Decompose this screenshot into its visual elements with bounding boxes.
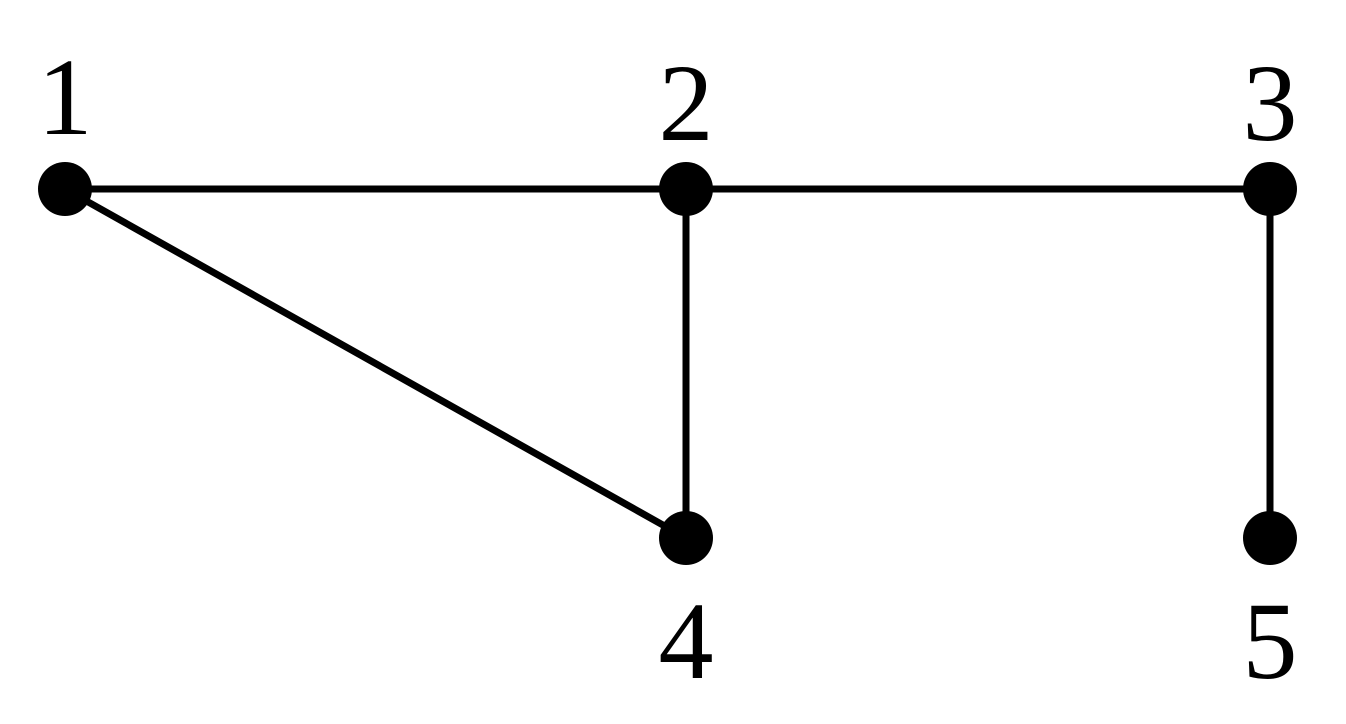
edge-1-4 — [61, 185, 690, 542]
labels-layer: 1 2 3 4 5 — [38, 36, 1298, 702]
node-label-2: 2 — [659, 42, 714, 164]
node-4 — [659, 511, 713, 565]
node-5 — [1243, 511, 1297, 565]
node-3 — [1243, 162, 1297, 216]
nodes-layer — [38, 162, 1297, 565]
node-label-4: 4 — [659, 580, 714, 702]
node-label-3: 3 — [1243, 42, 1298, 164]
node-label-5: 5 — [1243, 580, 1298, 702]
edges-layer — [61, 185, 1274, 542]
node-1 — [38, 162, 92, 216]
node-label-1: 1 — [38, 36, 93, 158]
node-2 — [659, 162, 713, 216]
